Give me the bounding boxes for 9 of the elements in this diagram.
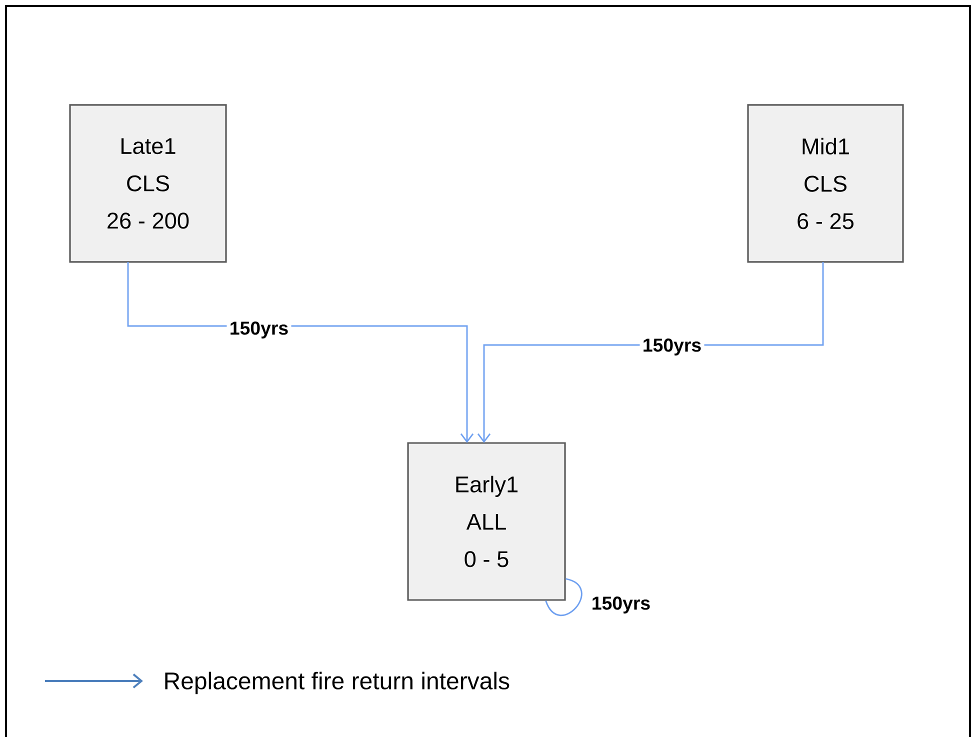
legend-text: Replacement fire return intervals: [165, 672, 510, 694]
state-box: Mid1 CLS 6 - 25: [747, 104, 904, 263]
edge-label: 150yrs: [644, 338, 701, 356]
state-box: Early1 ALL 0 - 5: [407, 442, 566, 601]
edge-label: 150yrs: [592, 596, 650, 614]
state-box: Late1 CLS 26 - 200: [69, 104, 227, 263]
edge-label: 150yrs: [230, 322, 288, 338]
arrow: [127, 262, 474, 443]
arrow: [477, 262, 824, 443]
